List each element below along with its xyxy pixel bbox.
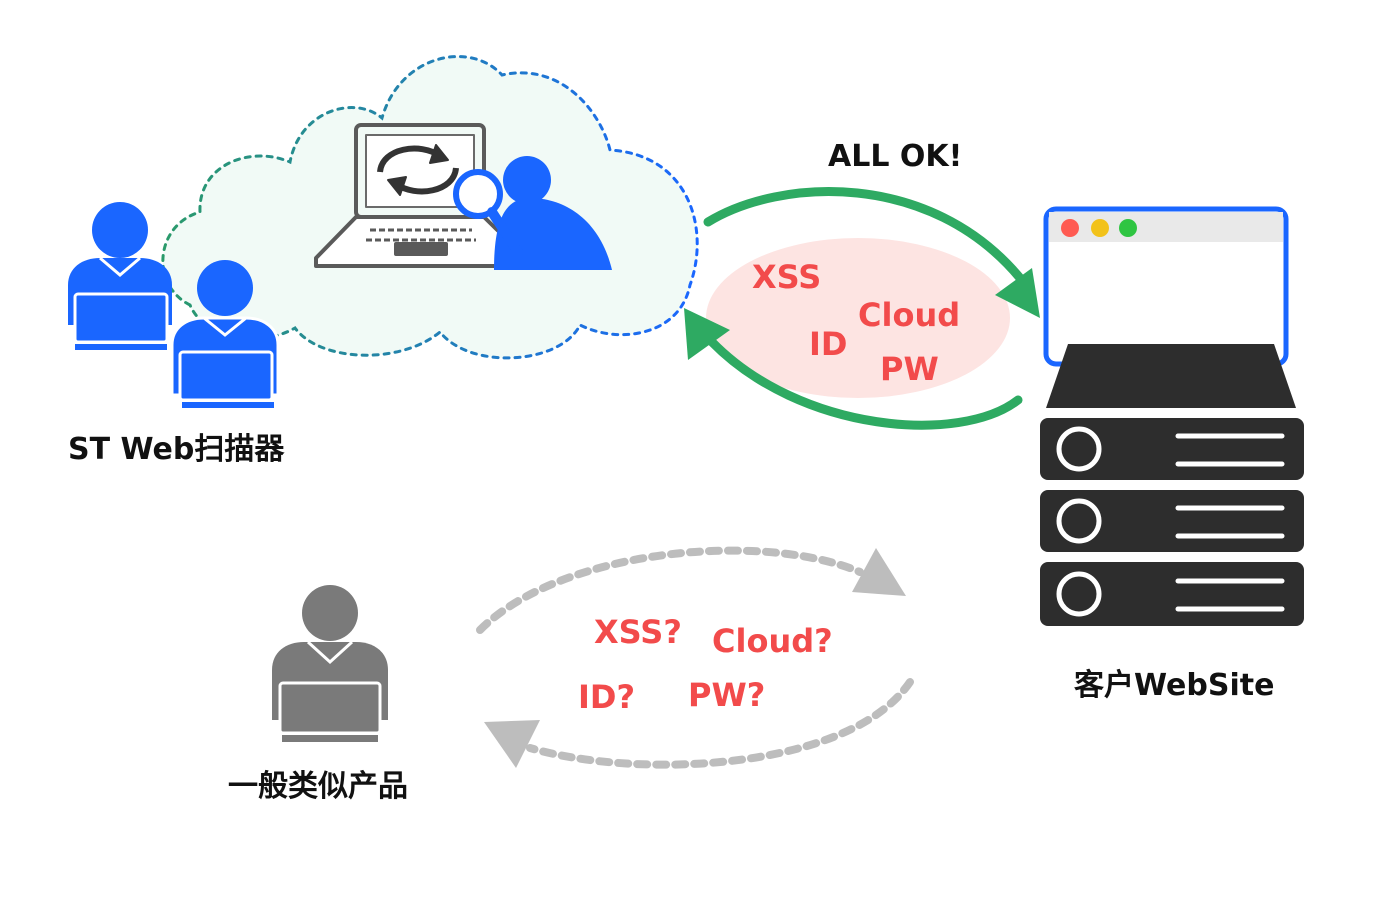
unknown-pw: PW? <box>688 676 765 714</box>
server-unit-2 <box>1040 490 1304 552</box>
user-laptop-icon-front <box>170 260 280 408</box>
check-id: ID <box>809 325 847 363</box>
green-arrow-to-site <box>703 187 1040 318</box>
server-unit-3 <box>1040 562 1304 626</box>
unknown-id: ID? <box>578 678 635 716</box>
check-pw: PW <box>880 350 939 388</box>
gray-arrow-to-site <box>476 546 906 634</box>
gray-arrow-to-generic <box>484 678 914 769</box>
user-laptop-icon-back <box>68 202 172 350</box>
generic-label: 一般类似产品 <box>228 769 408 804</box>
all-ok-label: ALL OK! <box>828 139 962 174</box>
user-laptop-gray-icon <box>272 585 388 742</box>
server-unit-1 <box>1040 418 1304 480</box>
green-arrow-to-scanner <box>684 308 1023 430</box>
scanner-users-icon <box>68 202 280 408</box>
checks-blob <box>706 238 1010 398</box>
server-rack-icon <box>1040 344 1304 626</box>
check-xss: XSS <box>752 258 821 296</box>
browser-window-icon <box>1043 206 1289 367</box>
unknown-xss: XSS? <box>594 613 682 651</box>
scanner-label: ST Web扫描器 <box>68 432 285 467</box>
magnifier-person-icon <box>453 156 612 270</box>
unknown-cloud: Cloud? <box>712 622 833 660</box>
website-label: 客户WebSite <box>1074 668 1274 703</box>
check-cloud: Cloud <box>858 296 960 334</box>
